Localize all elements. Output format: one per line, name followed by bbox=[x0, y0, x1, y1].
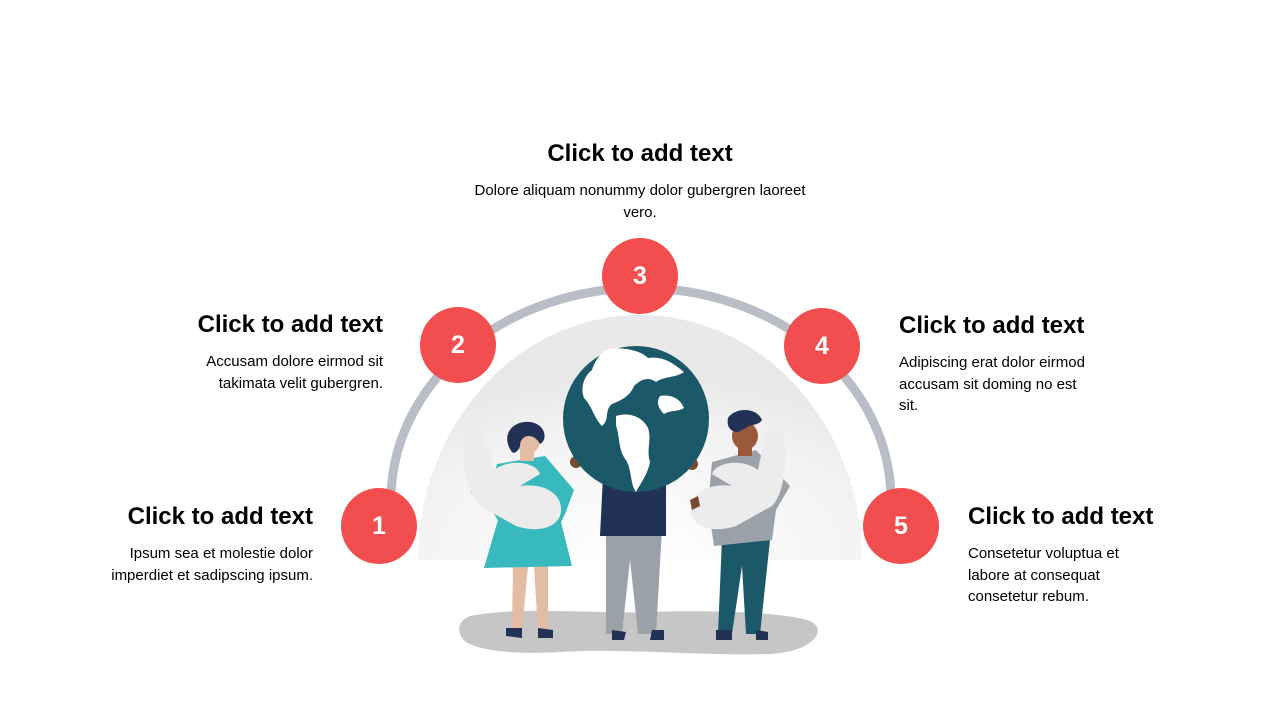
step-2-description[interactable]: Accusam dolore eirmod sit takimata velit… bbox=[206, 353, 383, 392]
step-3-title[interactable]: Click to add text bbox=[547, 140, 733, 167]
step-4-text-block[interactable]: Click to add text Adipiscing erat dolor … bbox=[899, 312, 1109, 417]
step-3-badge[interactable]: 3 bbox=[602, 238, 678, 314]
step-5-description[interactable]: Consetetur voluptua et labore at consequ… bbox=[968, 545, 1119, 605]
step-1-description[interactable]: Ipsum sea et molestie dolor imperdiet et… bbox=[111, 545, 313, 584]
step-5-badge[interactable]: 5 bbox=[863, 488, 939, 564]
woman-figure bbox=[462, 421, 574, 638]
step-2-text-block[interactable]: Click to add text Accusam dolore eirmod … bbox=[163, 311, 383, 394]
step-3-text-block[interactable]: Click to add text Dolore aliquam nonummy… bbox=[455, 140, 825, 223]
step-1-title[interactable]: Click to add text bbox=[127, 503, 313, 530]
step-4-badge[interactable]: 4 bbox=[784, 308, 860, 384]
step-5-text-block[interactable]: Click to add text Consetetur voluptua et… bbox=[968, 503, 1178, 608]
step-1-text-block[interactable]: Click to add text Ipsum sea et molestie … bbox=[93, 503, 313, 586]
right-man-figure bbox=[690, 410, 790, 640]
step-2-title[interactable]: Click to add text bbox=[197, 311, 383, 338]
step-5-title[interactable]: Click to add text bbox=[968, 503, 1154, 530]
step-3-description[interactable]: Dolore aliquam nonummy dolor gubergren l… bbox=[474, 182, 806, 221]
step-1-badge[interactable]: 1 bbox=[341, 488, 417, 564]
step-4-description[interactable]: Adipiscing erat dolor eirmod accusam sit… bbox=[899, 354, 1085, 414]
globe-icon bbox=[563, 346, 709, 492]
step-4-title[interactable]: Click to add text bbox=[899, 312, 1085, 339]
step-2-badge[interactable]: 2 bbox=[420, 307, 496, 383]
